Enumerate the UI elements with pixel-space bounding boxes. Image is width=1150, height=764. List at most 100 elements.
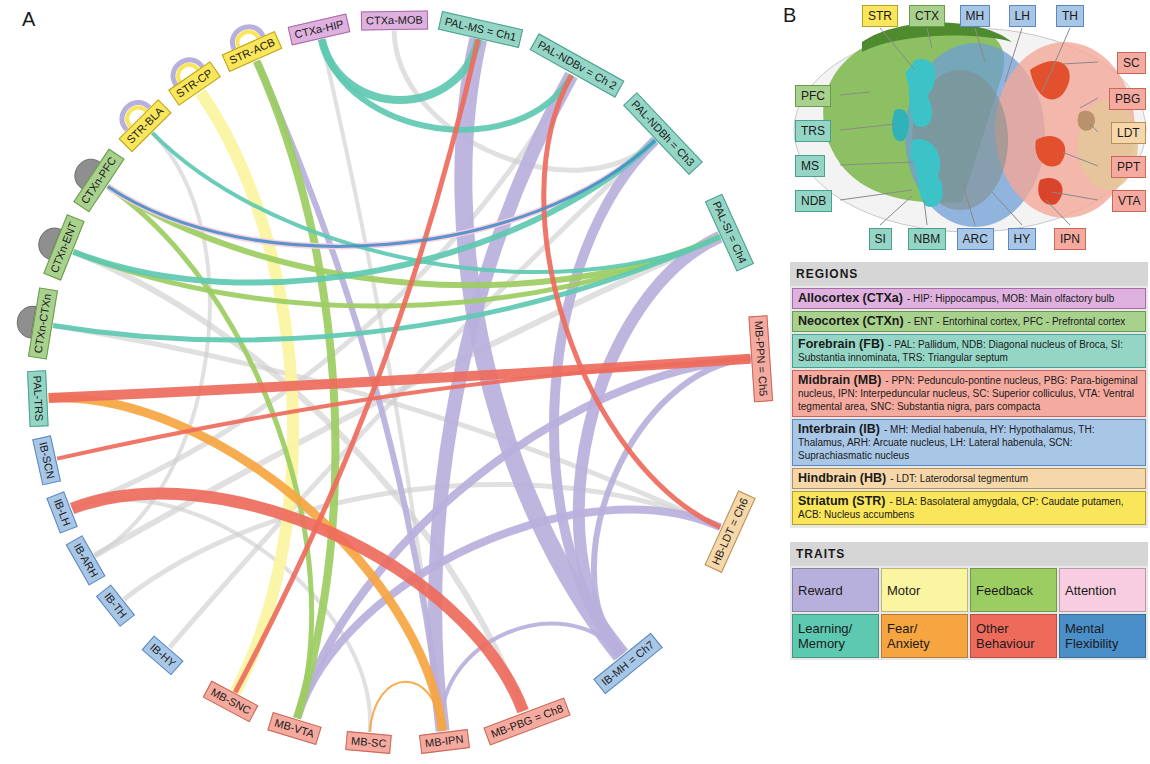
region-label: CTXn-PFC (79, 155, 119, 206)
legend-label: Feedback (976, 583, 1033, 598)
region-row: Hindbrain (HB)- LDT: Laterodorsal tegmen… (792, 468, 1146, 489)
leader-line (1005, 28, 1022, 82)
leader-line (924, 200, 927, 225)
region-description: - ENT - Entorhinal cortex, PFC - Prefron… (908, 316, 1126, 327)
connection-ribbon (72, 494, 523, 712)
region-label-box: STR-CP (168, 62, 221, 107)
leader-line (880, 28, 915, 70)
legend-swatch: Motor (881, 568, 968, 612)
region-label-box: PAL-NDBv = Ch 2 (529, 34, 624, 98)
callout-box: MH (960, 5, 991, 27)
connection-ribbon (73, 140, 655, 282)
leader-line (1042, 28, 1070, 92)
region-label-box: CTXn-CTXn (28, 288, 58, 360)
region-name: Striatum (STR) (798, 494, 886, 508)
callout-label: PBG (1115, 92, 1140, 106)
connection-ribbon (257, 61, 443, 731)
connection-ribbon (108, 140, 656, 246)
callout-label: PPT (1117, 160, 1140, 174)
forebrain-nucleus (905, 59, 936, 127)
traits-panel: TRAITSRewardMotorFeedbackAttentionLearni… (790, 542, 1148, 660)
legend-swatch: Reward (792, 568, 879, 612)
region-label-box: IB-SCN (32, 436, 61, 486)
leader-line (840, 124, 896, 130)
region-label-box: PAL-SI = Ch4 (705, 194, 754, 272)
region-label-box: IB-MH = Ch7 (593, 633, 662, 694)
region-label: IB-SCN (37, 441, 57, 480)
region-row: Midbrain (MB)- PPN: Pedunculo-pontine nu… (792, 370, 1146, 417)
hindbrain-nucleus (1078, 111, 1095, 131)
leader-line (880, 196, 912, 225)
callout-label: STR (868, 9, 892, 23)
region-label: PAL-NDBh = Ch3 (629, 98, 697, 169)
region-label: PAL-MS = Ch1 (444, 15, 518, 43)
region-label: HB-LDT = Ch6 (709, 496, 750, 567)
region-label: CTXn-ENT (48, 220, 79, 274)
region-label: STR-CP (174, 67, 215, 100)
legend-swatch: Feedback (970, 568, 1057, 612)
region-label-box: MB-VTA (267, 712, 321, 745)
region-label-box: IB-TH (96, 585, 135, 627)
region-label: MB-PBG = Ch8 (489, 702, 564, 740)
region-label: MB-VTA (273, 716, 315, 739)
region-name: Hindbrain (HB) (798, 471, 886, 485)
connection-ribbon (108, 187, 312, 719)
region-label-box: STR-BLA (118, 99, 171, 152)
region-label-box: MB-PPN = Ch5 (749, 315, 774, 402)
region-label-box: PAL-TRS (27, 370, 49, 426)
legend-grid: RewardMotorFeedbackAttentionLearning/ Me… (790, 566, 1148, 660)
midbrain-nucleus (1030, 61, 1070, 99)
callout-label: TRS (801, 124, 825, 138)
region-label: MB-PPN = Ch5 (753, 320, 770, 396)
callout-box: LDT (1111, 122, 1146, 144)
forebrain-nucleus (892, 109, 909, 141)
panel-letter: A (22, 8, 35, 31)
leader-line (962, 182, 975, 225)
callout-box: VTA (1112, 190, 1146, 212)
legend-label: Learning/ Memory (798, 621, 873, 651)
callout-box: PFC (795, 85, 831, 107)
callout-label: PFC (801, 89, 825, 103)
leader-line (1062, 152, 1098, 166)
region-name: Forebrain (FB) (798, 337, 884, 351)
connection-ribbon (108, 140, 656, 246)
region-label-box: IB-ARH (65, 536, 105, 586)
callout-box: LH (1009, 5, 1036, 27)
forebrain-nucleus (910, 139, 943, 207)
region-description: - HIP: Hippocampus, MOB: Main olfactory … (907, 293, 1114, 304)
panel-heading: TRAITS (790, 542, 1148, 566)
region-label: CTXa-MOB (365, 13, 422, 26)
legend-label: Fear/ Anxiety (887, 621, 962, 651)
connection-ribbon (322, 39, 479, 100)
region-label-box: IB-HY (142, 635, 184, 675)
callout-label: ARC (963, 232, 988, 246)
callout-box: TRS (795, 120, 831, 142)
leader-line (840, 162, 914, 165)
region-label-box: PAL-NDBh = Ch3 (623, 92, 703, 175)
region-name: Interbrain (IB) (798, 422, 880, 436)
midbrain-nucleus (1038, 178, 1062, 205)
callout-label: LH (1015, 9, 1030, 23)
callout-label: SI (875, 232, 886, 246)
ribbon-layer (49, 31, 751, 733)
callout-label: CTX (915, 9, 939, 23)
region-label-box: MB-PBG = Ch8 (483, 697, 570, 745)
callout-label: NBM (914, 232, 941, 246)
legend-label: Motor (887, 583, 920, 598)
leader-line (1046, 200, 1070, 225)
callout-box: STR (862, 5, 898, 27)
connection-ribbon (579, 237, 720, 655)
regions-panel: REGIONSAllocortex (CTXa)- HIP: Hippocamp… (790, 262, 1148, 528)
connection-ribbon (49, 359, 751, 398)
region-row: Allocortex (CTXa) - HIP: Hippocampus, MOB… (792, 288, 1146, 309)
region-label-box: MB-SNC (202, 681, 258, 723)
callout-label: MS (801, 159, 819, 173)
region-label: IB-HY (148, 641, 178, 669)
connection-ribbon (73, 237, 720, 306)
callout-label: NDB (801, 194, 826, 208)
leader-line (992, 192, 1022, 225)
legend-swatch: Learning/ Memory (792, 614, 879, 658)
leader-line (1090, 124, 1098, 132)
callout-label: VTA (1118, 194, 1140, 208)
region-name: Allocortex (CTXa) (798, 291, 903, 305)
